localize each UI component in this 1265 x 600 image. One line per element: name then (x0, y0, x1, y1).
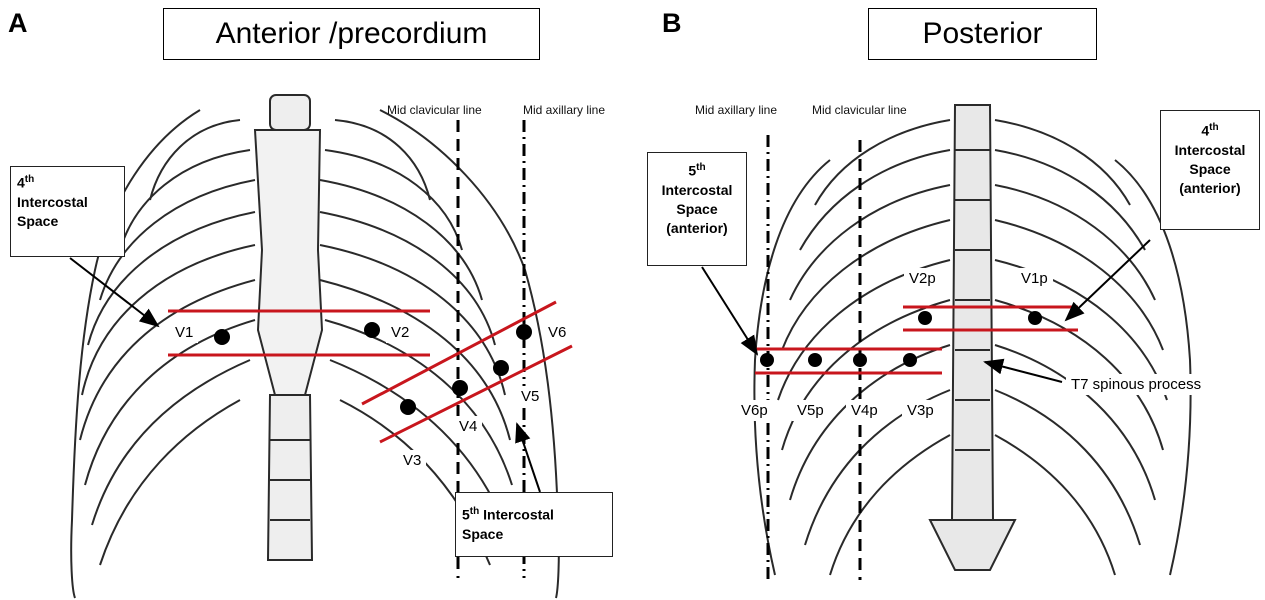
callout-line3: (anterior) (654, 219, 740, 238)
callout-ordinal: 5 (688, 163, 696, 179)
callout-ordinal: 5 (462, 507, 470, 523)
electrode-v4p (853, 353, 867, 367)
lead-v6p-label: V6p (736, 400, 773, 421)
electrode-v1p (1028, 311, 1042, 325)
electrode-v6p (760, 353, 774, 367)
mid-axillary-label-a: Mid axillary line (523, 104, 605, 116)
lead-v3-label: V3 (398, 450, 426, 471)
callout-line1: Intercostal (479, 507, 554, 523)
arrow-t7-spinous (985, 362, 1062, 382)
callout-line3: (anterior) (1167, 179, 1253, 198)
lead-v4-label: V4 (454, 416, 482, 437)
lead-v1p-label: V1p (1016, 268, 1053, 289)
arrow-5th-intercostal-b (702, 267, 757, 354)
arrow-5th-intercostal-a (517, 424, 540, 492)
lead-v6-label: V6 (543, 322, 571, 343)
callout-line2: Space (462, 525, 606, 544)
lead-v5p-label: V5p (792, 400, 829, 421)
electrode-v4 (452, 380, 468, 396)
callout-4th-intercostal-a: 4th Intercostal Space (10, 166, 125, 257)
callout-line2: Space (1167, 160, 1253, 179)
callout-line2: Space (17, 212, 118, 231)
callout-line1: Intercostal (17, 193, 118, 212)
mid-clavicular-label-b: Mid clavicular line (812, 104, 907, 116)
electrode-v1 (214, 329, 230, 345)
callout-ordinal: 4 (17, 175, 25, 191)
callout-ordinal-suffix: th (470, 506, 479, 517)
lead-v3p-label: V3p (902, 400, 939, 421)
electrode-v3p (903, 353, 917, 367)
lead-v4p-label: V4p (846, 400, 883, 421)
electrode-v5 (493, 360, 509, 376)
lead-v2-label: V2 (386, 322, 414, 343)
panel-b-letter: B (662, 10, 682, 37)
panel-b-title: Posterior (868, 8, 1097, 60)
callout-4th-intercostal-b: 4th Intercostal Space (anterior) (1160, 110, 1260, 230)
panel-a-letter: A (8, 10, 28, 37)
callout-5th-intercostal-b: 5th Intercostal Space (anterior) (647, 152, 747, 266)
panel-a-title: Anterior /precordium (163, 8, 540, 60)
callout-line1: Intercostal (654, 181, 740, 200)
callout-line1: Intercostal (1167, 141, 1253, 160)
electrode-v5p (808, 353, 822, 367)
callout-ordinal-suffix: th (696, 162, 705, 173)
lead-v1-label: V1 (170, 322, 198, 343)
lead-v5-label: V5 (516, 386, 544, 407)
callout-5th-intercostal-a: 5th Intercostal Space (455, 492, 613, 557)
electrode-v2p (918, 311, 932, 325)
mid-axillary-label-b: Mid axillary line (695, 104, 777, 116)
callout-ordinal-suffix: th (25, 174, 34, 185)
t7-spinous-label: T7 spinous process (1066, 374, 1206, 395)
callout-ordinal: 4 (1201, 123, 1209, 139)
mid-clavicular-label-a: Mid clavicular line (387, 104, 482, 116)
posterior-ribcage-illustration (754, 105, 1190, 575)
electrode-v2 (364, 322, 380, 338)
lead-v2p-label: V2p (904, 268, 941, 289)
arrow-4th-intercostal-b (1066, 240, 1150, 320)
electrode-v3 (400, 399, 416, 415)
electrode-v6 (516, 324, 532, 340)
callout-ordinal-suffix: th (1209, 122, 1218, 133)
callout-line2: Space (654, 200, 740, 219)
